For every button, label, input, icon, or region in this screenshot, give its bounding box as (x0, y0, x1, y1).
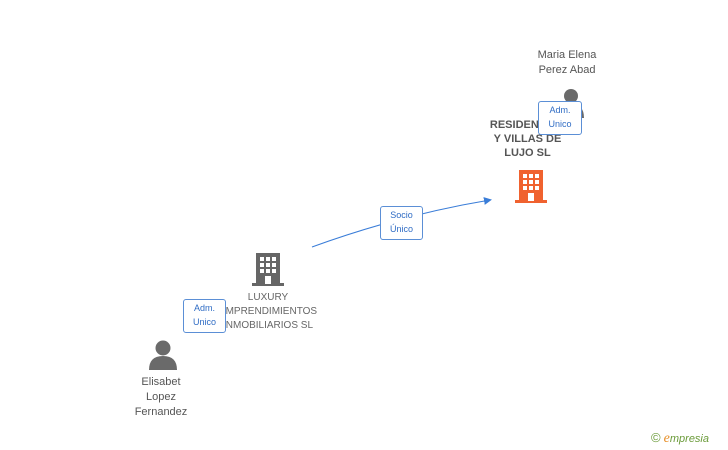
node-elisabet-label: Elisabet Lopez Fernandez (111, 375, 211, 420)
node-residencias-line-2: Y VILLAS DE (493, 133, 562, 145)
node-elisabet-line-3: Fernandez (134, 406, 188, 418)
brand-name: mpresia (669, 433, 709, 445)
edge-badge-adm-elisabet[interactable]: Adm. Unico (183, 299, 226, 333)
building-icon[interactable] (252, 251, 284, 287)
edge-badge-adm-maria[interactable]: Adm. Unico (538, 101, 582, 135)
node-elisabet-line-1: Elisabet (141, 376, 181, 388)
edge-badge-socio-line-2: Único (389, 224, 413, 234)
edge-badge-adm-elisabet-line-1: Adm. (193, 303, 215, 313)
edge-badge-socio-line-1: Socio (390, 210, 413, 220)
edge-badge-socio-unico[interactable]: Socio Único (380, 206, 423, 240)
brand-initial: e (663, 431, 670, 446)
node-luxury-line-2: EMPRENDIMIENTOS (218, 306, 318, 317)
node-elisabet-line-2: Lopez (146, 391, 176, 403)
node-maria-label: Maria Elena Perez Abad (517, 48, 617, 78)
copyright-symbol: © (651, 430, 661, 445)
brand-logo: © empresia (651, 430, 727, 448)
node-residencias-line-3: LUJO SL (504, 147, 551, 159)
node-luxury-line-1: LUXURY (247, 292, 289, 303)
edge-badge-adm-maria-line-2: Unico (548, 119, 572, 129)
building-icon[interactable] (515, 168, 547, 204)
edge-badge-adm-elisabet-line-2: Unico (192, 317, 216, 327)
node-maria-line-1: Maria Elena (537, 49, 597, 61)
edge-badge-adm-maria-line-1: Adm. (549, 105, 571, 115)
node-luxury-label: LUXURY EMPRENDIMIENTOS INMOBILIARIOS SL (218, 291, 318, 333)
person-icon[interactable] (149, 340, 177, 370)
node-luxury-line-3: INMOBILIARIOS SL (222, 320, 314, 331)
node-maria-line-2: Perez Abad (538, 64, 596, 76)
